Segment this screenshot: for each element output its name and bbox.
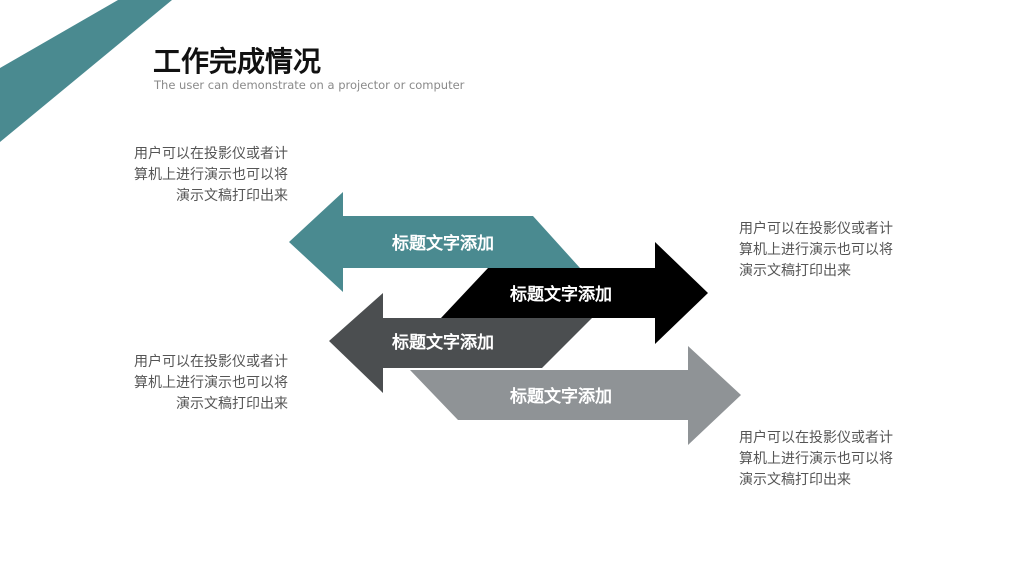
arrow-2-shape (441, 242, 708, 344)
arrow-2-right: 标题文字添加 (441, 242, 708, 344)
arrow-4-right: 标题文字添加 (410, 346, 741, 445)
description-top-right: 用户可以在投影仪或者计 算机上进行演示也可以将 演示文稿打印出来 (739, 221, 893, 279)
arrow-4-label: 标题文字添加 (510, 386, 612, 407)
arrow-3-left: 标题文字添加 (329, 293, 592, 393)
page-title: 工作完成情况 (153, 45, 322, 78)
arrow-1-shape (289, 192, 580, 292)
description-top-left: 用户可以在投影仪或者计 算机上进行演示也可以将 演示文稿打印出来 (134, 146, 288, 204)
arrow-1-label: 标题文字添加 (392, 233, 494, 254)
arrow-2-label: 标题文字添加 (510, 284, 612, 305)
arrow-1-left: 标题文字添加 (289, 192, 580, 292)
arrow-3-shape (329, 293, 592, 393)
page-subtitle: The user can demonstrate on a projector … (154, 78, 465, 92)
description-bottom-right: 用户可以在投影仪或者计 算机上进行演示也可以将 演示文稿打印出来 (739, 430, 893, 488)
arrow-4-shape (410, 346, 741, 445)
arrow-3-label: 标题文字添加 (392, 332, 494, 353)
corner-accent-stripe (0, 0, 172, 142)
description-bottom-left: 用户可以在投影仪或者计 算机上进行演示也可以将 演示文稿打印出来 (134, 354, 288, 412)
